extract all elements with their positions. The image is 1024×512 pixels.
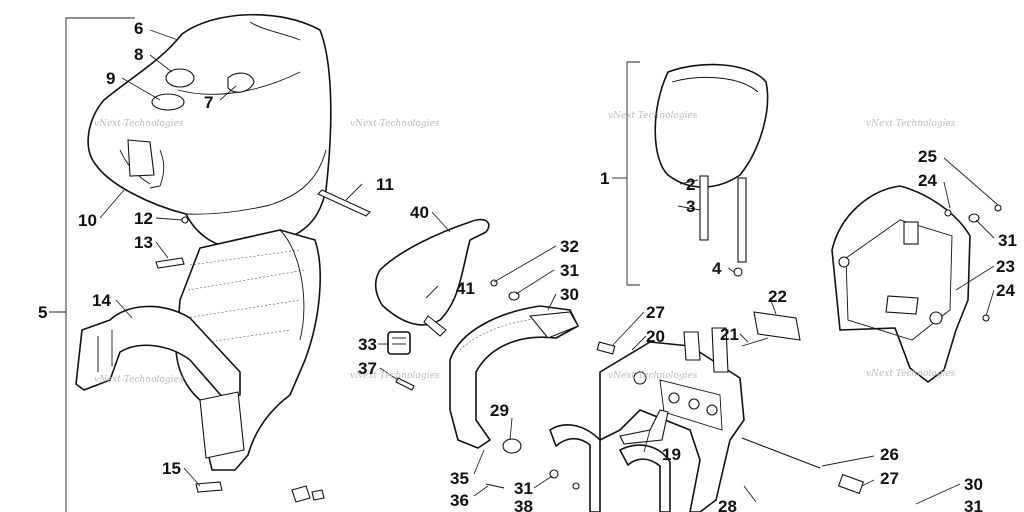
callout-29: 29 <box>490 401 509 420</box>
callout-31d: 31 <box>964 497 983 512</box>
callout-31b: 31 <box>514 479 533 498</box>
callout-22: 22 <box>768 287 787 306</box>
watermark-2: vNext Technologies <box>350 119 440 129</box>
callout-8: 8 <box>134 45 143 64</box>
callout-40: 40 <box>410 203 429 222</box>
callout-2: 2 <box>686 175 695 194</box>
callout-24a: 24 <box>918 171 937 190</box>
callout-36: 36 <box>450 491 469 510</box>
grab-handle <box>549 424 671 512</box>
connector-33 <box>387 331 411 355</box>
assembly-bracket-1 <box>612 61 640 286</box>
callout-4: 4 <box>712 259 722 278</box>
callout-31a: 31 <box>560 261 579 280</box>
callout-15: 15 <box>162 459 181 478</box>
watermark-3: vNext Technologies <box>608 111 698 121</box>
callout-24b: 24 <box>996 281 1015 300</box>
callout-31c: 31 <box>998 231 1017 250</box>
rod-26 <box>741 437 865 495</box>
clip-13 <box>155 257 185 269</box>
watermark-6: vNext Technologies <box>350 371 440 381</box>
callout-32: 32 <box>560 237 579 256</box>
callout-30a: 30 <box>560 285 579 304</box>
callout-41: 41 <box>456 279 475 298</box>
callout-12: 12 <box>134 209 153 228</box>
callout-19: 19 <box>662 445 681 464</box>
backrest-frame <box>449 305 579 449</box>
watermark-1: vNext Technologies <box>94 119 184 129</box>
callout-38: 38 <box>514 497 533 512</box>
callout-11: 11 <box>376 175 394 194</box>
callout-7: 7 <box>204 93 213 112</box>
watermarks: vNext Technologies vNext Technologies vN… <box>94 111 956 385</box>
back-panel-23 <box>831 185 971 383</box>
callout-13: 13 <box>134 233 153 252</box>
callout-30b: 30 <box>964 475 983 494</box>
callout-28: 28 <box>718 497 737 512</box>
bracket-14 <box>75 305 245 459</box>
watermark-7: vNext Technologies <box>608 371 698 381</box>
callout-1: 1 <box>600 169 609 188</box>
callout-33: 33 <box>358 335 377 354</box>
headrest-cushion <box>654 63 769 263</box>
callout-27a: 27 <box>646 303 665 322</box>
callout-25: 25 <box>918 147 937 166</box>
bushing-27 <box>596 341 616 355</box>
callout-27b: 27 <box>880 469 899 488</box>
callout-35: 35 <box>450 469 469 488</box>
bolt-12 <box>181 216 189 224</box>
callout-21: 21 <box>720 325 739 344</box>
seat-cushion <box>87 13 332 250</box>
shield-40 <box>374 218 490 337</box>
screw-37 <box>395 377 415 391</box>
callout-9: 9 <box>106 69 115 88</box>
nut-4 <box>733 267 743 277</box>
small-hardware-bottom <box>485 279 580 490</box>
watermark-5: vNext Technologies <box>94 375 184 385</box>
bracket-22 <box>753 311 801 341</box>
watermark-8: vNext Technologies <box>866 369 956 379</box>
seat-base-tub <box>175 229 321 471</box>
washer-29 <box>502 438 522 454</box>
mount-bracket-20 <box>599 327 745 512</box>
callout-37: 37 <box>358 359 377 378</box>
connector-harness <box>291 485 325 503</box>
leader-lines <box>99 29 999 505</box>
callout-6: 6 <box>134 19 143 38</box>
plate-15 <box>195 481 223 493</box>
strap-11 <box>317 189 371 217</box>
callouts: 6 8 9 7 10 12 13 5 14 15 11 40 41 33 37 … <box>38 19 1017 512</box>
spring-21 <box>741 337 769 347</box>
assembly-bracket-5 <box>49 17 135 512</box>
callout-14: 14 <box>92 291 111 310</box>
callout-3: 3 <box>686 197 695 216</box>
callout-20: 20 <box>646 327 665 346</box>
callout-10: 10 <box>78 211 97 230</box>
callout-5: 5 <box>38 303 47 322</box>
watermark-4: vNext Technologies <box>866 119 956 129</box>
callout-26: 26 <box>880 445 899 464</box>
callout-23: 23 <box>996 257 1015 276</box>
